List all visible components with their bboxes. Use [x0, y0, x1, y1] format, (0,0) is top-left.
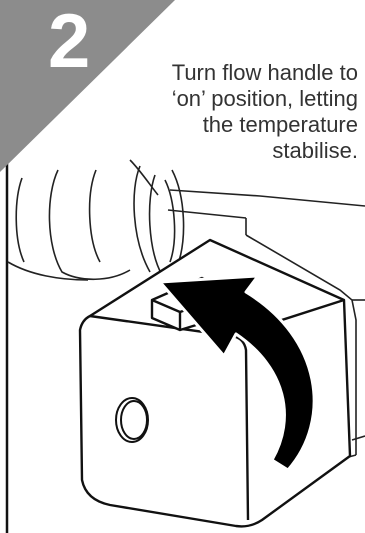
- instruction-text: Turn flow handle to ‘on’ position, letti…: [171, 60, 358, 163]
- step-banner: [0, 0, 175, 172]
- step-number: 2: [48, 0, 91, 84]
- handle-button: [115, 397, 149, 443]
- rotate-arrow-icon: [158, 274, 316, 472]
- pipe-outlines: [7, 159, 185, 281]
